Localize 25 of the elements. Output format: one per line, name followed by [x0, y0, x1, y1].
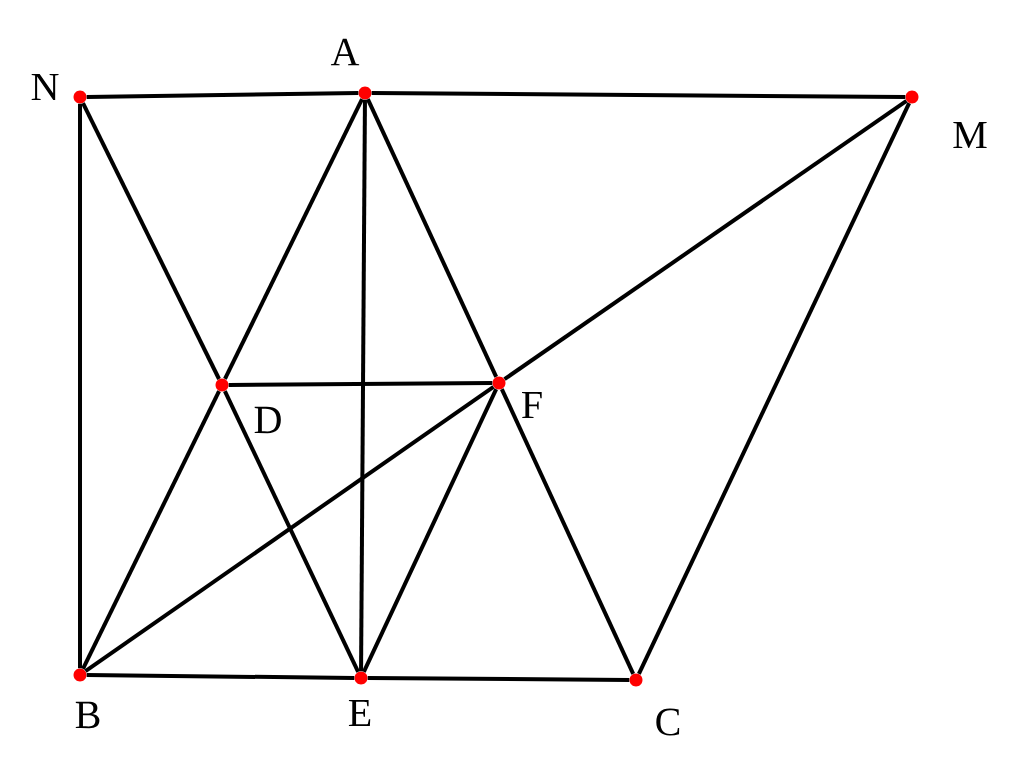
point-label: A — [330, 38, 360, 66]
point-label: E — [348, 699, 371, 727]
line-segment — [362, 388, 498, 673]
line-segment — [366, 98, 498, 378]
line-segment — [500, 388, 635, 675]
line-segment — [86, 673, 355, 680]
point-label: F — [522, 391, 542, 419]
line-segment — [84, 385, 495, 673]
line-segment — [371, 91, 906, 99]
point-label: N — [31, 73, 59, 101]
line-segment — [367, 676, 630, 682]
line-segment — [81, 390, 221, 670]
line-segment — [81, 102, 221, 380]
line-segment — [86, 91, 359, 99]
point-label: D — [254, 406, 281, 434]
line-segment — [78, 103, 82, 669]
line-segment — [637, 102, 911, 675]
line-segment — [223, 390, 360, 673]
line-segment — [228, 381, 493, 387]
line-segment — [503, 99, 908, 381]
line-segment — [359, 99, 367, 672]
line-segment — [223, 98, 364, 380]
point-label: M — [953, 121, 987, 149]
point-label: B — [75, 701, 100, 729]
point-label: C — [656, 708, 680, 736]
